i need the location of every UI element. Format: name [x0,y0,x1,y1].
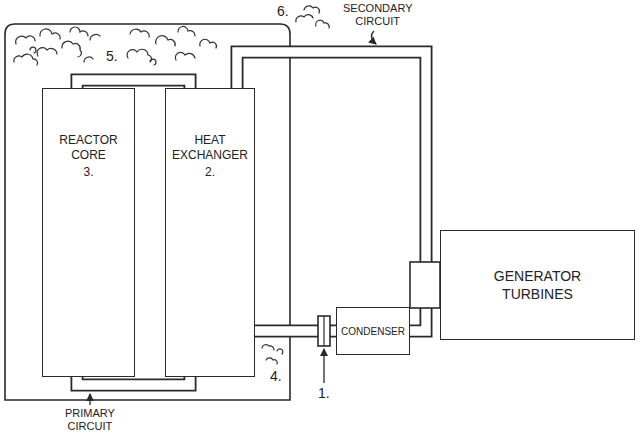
leader-line [371,31,376,44]
cloud-curl [130,29,149,37]
node-title: GENERATOR TURBINES [494,267,581,303]
leak-puffs [262,345,283,364]
callout-number: 5. [105,48,119,64]
puff-curl [304,6,319,13]
heat-exchanger-box: HEAT EXCHANGER 2. [165,88,255,377]
cloud-curl [127,49,151,61]
cloud-curl [37,48,57,56]
reactor-core-box: REACTOR CORE 3. [42,88,135,377]
node-title: CONDENSER [341,325,405,338]
circuit-label: PRIMARY CIRCUIT [64,407,116,433]
puff-curl [296,15,313,22]
callout-number: 6. [276,3,290,19]
cloud-curl [62,41,81,57]
cloud-curl [175,52,195,60]
condenser-box: CONDENSER [336,307,410,355]
turbine-inlet-box [410,262,440,308]
cloud-curl [70,27,88,36]
pipe-bore [77,80,190,88]
pipe-connector [237,52,440,272]
cloud-curl [84,57,93,62]
steam-clouds [14,26,217,65]
pipe-bore [77,377,190,385]
generator-box: GENERATOR TURBINES [440,230,635,340]
leader-line [323,349,324,383]
pipe-connector [77,377,190,385]
circuit-label: SECONDARY CIRCUIT [342,2,413,28]
puff-curl [266,358,277,364]
cloud-curl [200,39,217,48]
escape-puffs [296,6,329,28]
puff-curl [316,20,329,28]
cloud-curl [150,59,156,65]
callout-number: 3. [83,165,93,180]
cloud-curl [14,54,38,65]
callout-number: 1. [317,385,331,401]
pipe-wall [237,52,440,272]
callout-number: 2. [205,165,215,180]
cloud-curl [156,36,176,46]
cloud-curl [40,29,60,39]
node-title: REACTOR CORE [59,133,117,163]
cloud-curl [90,34,100,40]
pipe-connector [77,80,190,88]
pipe-bore [237,52,440,272]
cloud-curl [30,47,36,53]
puff-curl [277,349,283,354]
cloud-curl [16,36,35,44]
valve-symbol [318,316,330,346]
node-title: HEAT EXCHANGER [172,133,248,163]
containment-outline [5,24,290,400]
pipe-wall [77,377,190,385]
valve-stem [323,316,324,346]
leader-line [89,394,90,405]
puff-curl [262,345,274,350]
pipe-wall [77,80,190,88]
callout-number: 4. [269,368,283,384]
cloud-curl [178,26,195,36]
